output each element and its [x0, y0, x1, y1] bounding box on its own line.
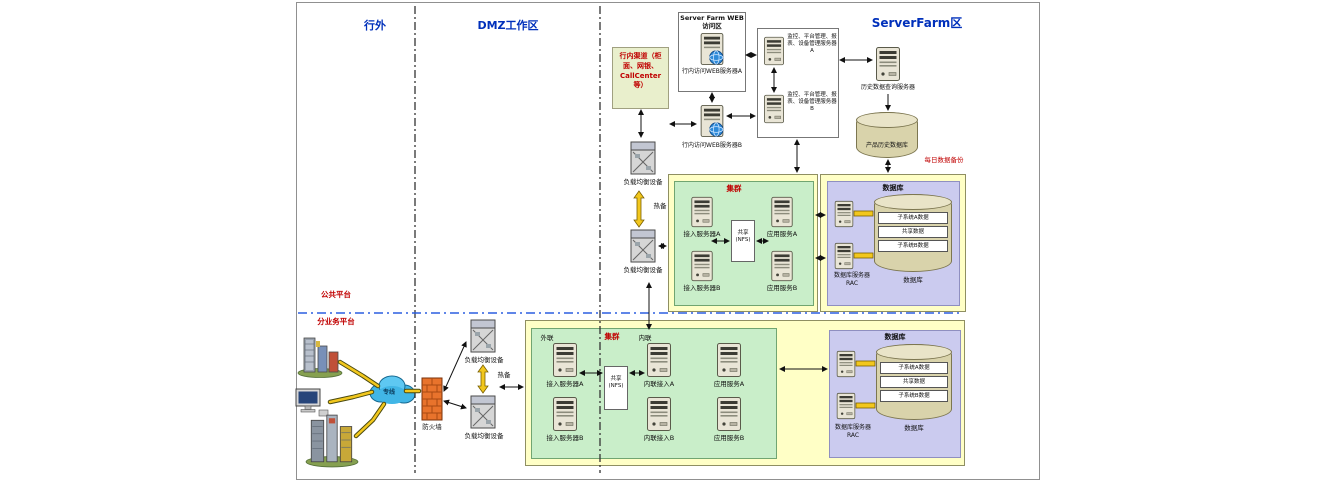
- nfs-bottom-line2: (NFS): [608, 383, 624, 390]
- web-server-b-label: 行内访问WEB服务器B: [682, 142, 742, 149]
- mgmt-server-b-label: 监控、平台管理、报表、设备管理服务器B: [787, 92, 837, 112]
- access-server-a-bottom-label: 接入服务器A: [546, 380, 584, 388]
- access-server-b-bottom-icon: [552, 396, 578, 432]
- db-band-sub-a: 子系统A数据: [878, 212, 948, 224]
- db-band-sub-b-bottom: 子系统B数据: [880, 390, 948, 402]
- zone-label-outside: 行外: [364, 19, 386, 32]
- nfs-share-top: 共享 (NFS): [731, 220, 755, 262]
- load-balancer-4-label: 负载均衡设备: [464, 432, 504, 440]
- load-balancer-4-icon: [468, 394, 498, 430]
- buildings-b-icon: [304, 412, 360, 468]
- internal-access-b-label: 内联接入B: [643, 434, 675, 442]
- load-balancer-2-icon: [628, 228, 658, 264]
- web-server-b-icon: [699, 104, 725, 138]
- history-db-label: 产品历史数据库: [865, 142, 908, 149]
- access-server-a-label: 接入服务器A: [683, 230, 721, 238]
- mgmt-server-b-icon: [763, 94, 785, 124]
- nfs-top-line1: 共享: [737, 230, 749, 236]
- mgmt-server-a-label: 监控、平台管理、报表、设备管理服务器A: [787, 34, 837, 54]
- internal-access-a-icon: [646, 342, 672, 378]
- hot-standby-bottom-label: 热备: [497, 371, 511, 379]
- access-server-a-icon: [690, 196, 714, 228]
- webzone-title: Server Farm WEB访问区: [680, 14, 744, 31]
- access-server-b-label: 接入服务器B: [683, 284, 721, 292]
- rac-server-2-icon: [834, 242, 854, 270]
- db-band-sub-b: 子系统B数据: [878, 240, 948, 252]
- db-band-shared: 共享数据: [878, 226, 948, 238]
- cluster-bottom-title: 集群: [604, 332, 620, 341]
- nfs-top-line2: (NFS): [735, 237, 751, 244]
- db-top-cylinder-label: 数据库: [903, 276, 923, 284]
- access-server-b-icon: [690, 250, 714, 282]
- leased-line-label: 专线: [382, 389, 395, 396]
- db-band-sub-a-bottom: 子系统A数据: [880, 362, 948, 374]
- inbank-channel-box: 行内渠道（柜面、网银、CallCenter等）: [612, 47, 669, 109]
- buildings-a-icon: [296, 334, 344, 378]
- db-bottom-title: 数据库: [884, 333, 906, 341]
- web-server-a-icon: [699, 32, 725, 66]
- app-server-b-bottom-icon: [716, 396, 742, 432]
- daily-backup-label: 每日数据备份: [924, 156, 964, 164]
- history-server-label: 历史数据查询服务器: [860, 84, 915, 91]
- cluster-top-title: 集群: [726, 184, 742, 193]
- internal-access-b-icon: [646, 396, 672, 432]
- public-platform-label: 公共平台: [321, 290, 351, 299]
- access-server-b-bottom-label: 接入服务器B: [546, 434, 584, 442]
- nfs-bottom-line1: 共享: [610, 376, 622, 382]
- mgmt-server-a-icon: [763, 36, 785, 66]
- load-balancer-3-icon: [468, 318, 498, 354]
- app-server-b-label: 应用服务B: [766, 284, 798, 292]
- load-balancer-1-label: 负载均衡设备: [623, 178, 663, 186]
- history-db-cylinder: [856, 112, 918, 158]
- access-server-a-bottom-icon: [552, 342, 578, 378]
- rac-server-3-icon: [836, 350, 856, 378]
- external-link-label: 外联: [540, 334, 554, 342]
- app-server-a-bottom-icon: [716, 342, 742, 378]
- db-top-title: 数据库: [882, 184, 904, 192]
- firewall-label: 防火墙: [422, 423, 442, 431]
- firewall-icon: [421, 377, 443, 421]
- app-server-a-label: 应用服务A: [766, 230, 798, 238]
- web-server-a-label: 行内访问WEB服务器A: [682, 68, 742, 75]
- history-server-icon: [875, 46, 901, 82]
- hot-standby-top-label: 热备: [653, 202, 667, 210]
- app-server-a-icon: [770, 196, 794, 228]
- app-server-b-icon: [770, 250, 794, 282]
- zone-label-dmz: DMZ工作区: [477, 19, 539, 32]
- db-bottom-cylinder-label: 数据库: [904, 424, 924, 432]
- business-platform-label: 分业务平台: [317, 317, 355, 326]
- rac-server-4-icon: [836, 392, 856, 420]
- app-server-b-bottom-label: 应用服务B: [713, 434, 745, 442]
- internal-access-a-label: 内联接入A: [643, 380, 675, 388]
- rac-bottom-label: 数据库服务器 RAC: [834, 424, 871, 439]
- app-server-a-bottom-label: 应用服务A: [713, 380, 745, 388]
- db-band-shared-bottom: 共享数据: [880, 376, 948, 388]
- load-balancer-2-label: 负载均衡设备: [623, 266, 663, 274]
- rac-top-label: 数据库服务器 RAC: [833, 272, 870, 287]
- rac-server-1-icon: [834, 200, 854, 228]
- internal-link-label: 内联: [638, 334, 652, 342]
- load-balancer-1-icon: [628, 140, 658, 176]
- load-balancer-3-label: 负载均衡设备: [464, 356, 504, 364]
- zone-label-serverfarm: ServerFarm区: [871, 16, 963, 30]
- nfs-share-bottom: 共享 (NFS): [604, 366, 628, 410]
